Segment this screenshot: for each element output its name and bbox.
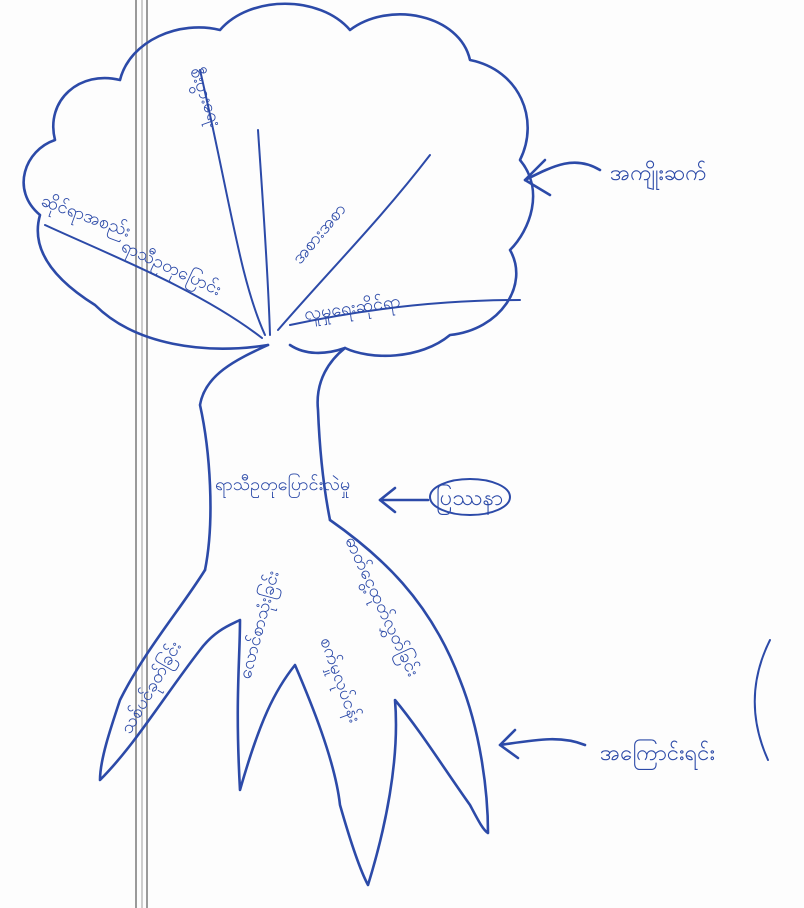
roots-side-label: အကြောင်းရင်း [600, 739, 715, 770]
canopy-branch-labels: ဆိုင်ရာအစည်း ရာသီဥတုပြောင်း စီးပွားရေး အ… [37, 65, 402, 328]
canopy-side-label: အကျိုးဆက် [610, 160, 707, 191]
root-branch-label-4: ဓာတ်ငွေ့ထုတ်လွှတ်ခြင်း [338, 533, 425, 681]
root-branch-label-3: စက်မှုလုပ်ငန်း [312, 635, 365, 727]
root-branch-label-2: လောင်စာသုံးခြင်း [234, 568, 287, 682]
canopy-branch-label-3: စီးပွားရေး [182, 65, 226, 131]
root-outline [100, 520, 488, 885]
canopy-branch-label-1: ဆိုင်ရာအစည်း [37, 190, 133, 245]
notebook-margin-line [136, 0, 147, 908]
roots-label-bracket [755, 640, 770, 760]
tree-canopy-outline [24, 4, 533, 356]
trunk-text: ရာသီဥတုပြောင်းလဲမှု [215, 473, 350, 498]
canopy-branch-label-5: လူမှုရေးဆိုင်ရာ [303, 291, 402, 328]
canopy-branch-label-2: ရာသီဥတုပြောင်း [117, 235, 225, 303]
roots-arrow [500, 730, 585, 758]
canopy-branch-lines [45, 70, 520, 338]
trunk-side-label: ပြဿနာ [436, 484, 503, 515]
canopy-arrow [525, 160, 600, 195]
canopy-branch-label-4: အစားအစာ [288, 199, 351, 268]
trunk-arrow [380, 488, 428, 512]
tree-trunk-left [200, 345, 268, 570]
